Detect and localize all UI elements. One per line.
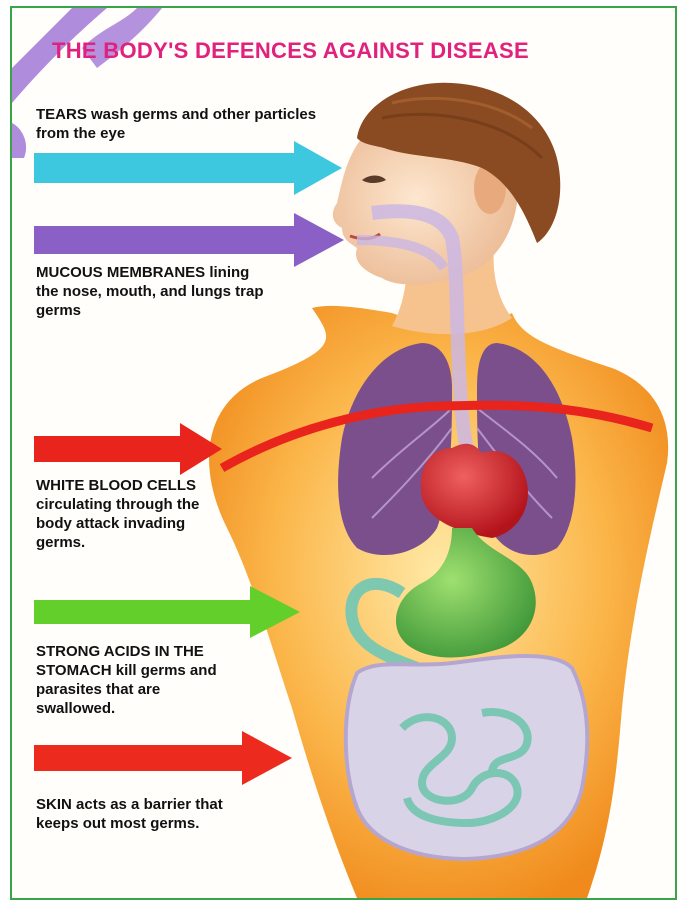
caption-mucous: MUCOUS MEMBRANES lining the nose, mouth,… xyxy=(36,263,266,320)
caption-heading: WHITE BLOOD CELLS xyxy=(36,477,196,494)
caption-tears: TEARS wash germs and other particles fro… xyxy=(36,105,326,143)
caption-heading: MUCOUS MEMBRANES xyxy=(36,264,205,281)
caption-skin: SKIN acts as a barrier that keeps out mo… xyxy=(36,795,256,833)
caption-acids: STRONG ACIDS IN THE STOMACH kill germs a… xyxy=(36,642,236,718)
caption-heading: SKIN xyxy=(36,796,72,813)
diagram-frame: THE BODY'S DEFENCES AGAINST DISEASE TEAR… xyxy=(10,6,677,900)
caption-text: circulating through the body attack inva… xyxy=(36,496,199,551)
caption-heading: TEARS xyxy=(36,106,87,123)
page-title: THE BODY'S DEFENCES AGAINST DISEASE xyxy=(52,38,652,64)
caption-white-blood: WHITE BLOOD CELLS circulating through th… xyxy=(36,476,206,552)
